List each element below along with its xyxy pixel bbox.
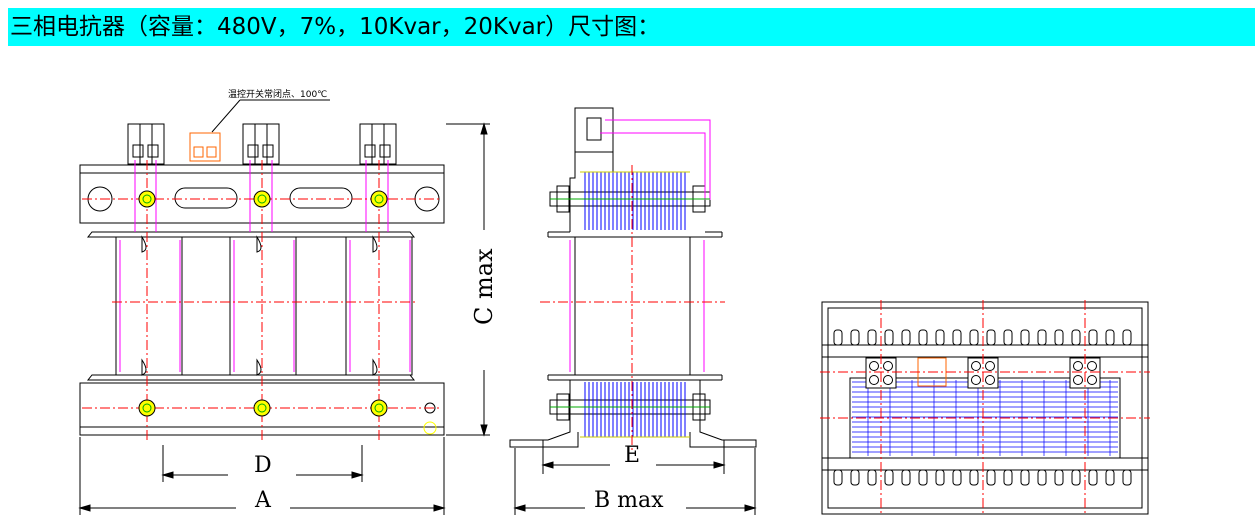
top-view-centerlines xyxy=(820,300,1150,516)
front-wires xyxy=(119,160,411,372)
page-title: 三相电抗器（容量：480V，7%，10Kvar，20Kvar）尺寸图： xyxy=(10,14,661,40)
slot-right xyxy=(289,187,353,209)
bolt-top-right xyxy=(370,190,388,208)
side-foot-right xyxy=(689,380,757,448)
side-wires xyxy=(569,119,711,372)
clip-tooth xyxy=(918,329,928,346)
terminal-block-right xyxy=(359,123,397,165)
top-view-lower-rail xyxy=(821,457,1149,471)
title-bar: 三相电抗器（容量：480V，7%，10Kvar，20Kvar）尺寸图： xyxy=(8,8,1255,46)
terminal-block-mid xyxy=(242,123,280,165)
front-bolts xyxy=(138,190,388,417)
dim-label-a: A xyxy=(254,488,272,513)
clip-tooth xyxy=(1020,469,1030,486)
clip-tooth xyxy=(833,329,843,346)
clip-tooth xyxy=(884,329,894,346)
clip-tooth xyxy=(1071,469,1081,486)
front-view xyxy=(79,99,445,436)
clip-tooth xyxy=(969,329,979,346)
dim-label-e: E xyxy=(624,443,640,468)
upper-coil-plate xyxy=(86,231,416,238)
top-view xyxy=(821,301,1149,515)
clip-tooth xyxy=(986,469,996,486)
coil-mid xyxy=(229,236,297,376)
side-foot-left xyxy=(509,380,579,448)
terminal-screw xyxy=(971,361,981,371)
clip-tooth xyxy=(1105,329,1115,346)
clip-tooth xyxy=(986,329,996,346)
clip-tooth xyxy=(1122,329,1132,346)
clip-tooth xyxy=(1088,469,1098,486)
bolt-bottom-right xyxy=(370,399,388,417)
top-view-outline xyxy=(821,301,1149,515)
clip-tooth xyxy=(935,469,945,486)
slot-left xyxy=(174,187,238,209)
clip-tooth xyxy=(969,469,979,486)
thermostat-switch xyxy=(189,132,221,162)
clip-tooth xyxy=(1071,329,1081,346)
side-dimensions xyxy=(513,440,757,515)
top-view-upper-rail xyxy=(821,344,1149,358)
clip-tooth xyxy=(1037,469,1047,486)
side-windings xyxy=(584,172,686,437)
dim-label-b: B max xyxy=(594,488,664,513)
terminal-screw xyxy=(1087,361,1097,371)
clip-tooth xyxy=(850,329,860,346)
side-centerlines xyxy=(540,165,725,450)
clip-tooth xyxy=(1003,329,1013,346)
clip-tooth xyxy=(884,469,894,486)
terminal-screw xyxy=(869,361,879,371)
clip-tooth xyxy=(1003,469,1013,486)
thermostat-note: 温控开关常闭点、100℃ xyxy=(228,88,327,100)
bolt-bottom-mid xyxy=(253,399,271,417)
clip-tooth xyxy=(1105,469,1115,486)
terminal-screw xyxy=(1073,375,1083,385)
dim-label-c: C max xyxy=(470,248,498,325)
side-terminal xyxy=(574,107,614,153)
clip-tooth xyxy=(952,329,962,346)
bolt-top-mid xyxy=(253,190,271,208)
clip-tooth xyxy=(918,469,928,486)
bolt-top-left xyxy=(138,190,156,208)
note-leader xyxy=(211,99,241,133)
clip-tooth xyxy=(1054,469,1064,486)
clip-tooth xyxy=(1122,469,1132,486)
clip-tooth xyxy=(867,329,877,346)
top-view-windings xyxy=(852,380,1118,456)
dim-label-d: D xyxy=(254,453,272,478)
bolt-bottom-left xyxy=(138,399,156,417)
terminal-block-left xyxy=(127,123,165,165)
clip-tooth xyxy=(952,469,962,486)
clip-tooth xyxy=(935,329,945,346)
terminal-screw xyxy=(971,375,981,385)
terminal-screw xyxy=(883,375,893,385)
clip-tooth xyxy=(1037,329,1047,346)
lower-coil-plate xyxy=(86,374,416,381)
terminal-screw xyxy=(1087,375,1097,385)
terminal-screw xyxy=(985,375,995,385)
coil-left xyxy=(115,236,183,376)
terminal-screw xyxy=(883,361,893,371)
terminal-screw xyxy=(1073,361,1083,371)
clip-tooth xyxy=(1088,329,1098,346)
front-dimensions xyxy=(78,122,490,515)
side-rod-lines xyxy=(550,198,710,408)
clip-tooth xyxy=(901,469,911,486)
clip-tooth xyxy=(901,329,911,346)
side-yellow-lines xyxy=(580,171,690,438)
clip-tooth xyxy=(850,469,860,486)
clip-tooth xyxy=(867,469,877,486)
terminal-screw xyxy=(869,375,879,385)
clip-tooth xyxy=(1054,329,1064,346)
terminal-screw xyxy=(985,361,995,371)
clip-tooth xyxy=(1020,329,1030,346)
clip-tooth xyxy=(833,469,843,486)
